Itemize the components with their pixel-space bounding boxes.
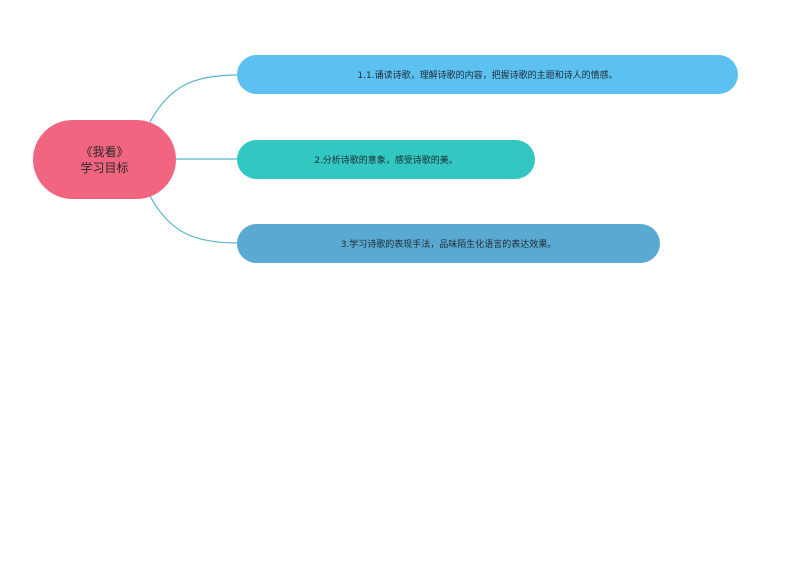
branch-node-3-label: 3.学习诗歌的表现手法，品味陌生化语言的表达效果。 xyxy=(340,240,557,250)
central-topic-subtitle: 学习目标 xyxy=(80,160,129,175)
branch-node-1-label: 1.1.诵读诗歌，理解诗歌的内容，把握诗歌的主题和诗人的情感。 xyxy=(357,71,618,81)
connector-branch-3 xyxy=(149,195,239,244)
branch-node-3[interactable]: 3.学习诗歌的表现手法，品味陌生化语言的表达效果。 xyxy=(237,224,660,263)
branch-node-2[interactable]: 2.分析诗歌的意象，感受诗歌的美。 xyxy=(237,140,535,179)
central-topic[interactable]: 《我看》 学习目标 xyxy=(33,120,176,199)
central-topic-title: 《我看》 xyxy=(80,144,129,159)
branch-node-1[interactable]: 1.1.诵读诗歌，理解诗歌的内容，把握诗歌的主题和诗人的情感。 xyxy=(237,55,738,94)
branch-node-2-label: 2.分析诗歌的意象，感受诗歌的美。 xyxy=(314,156,458,166)
connector-branch-1 xyxy=(149,74,239,123)
